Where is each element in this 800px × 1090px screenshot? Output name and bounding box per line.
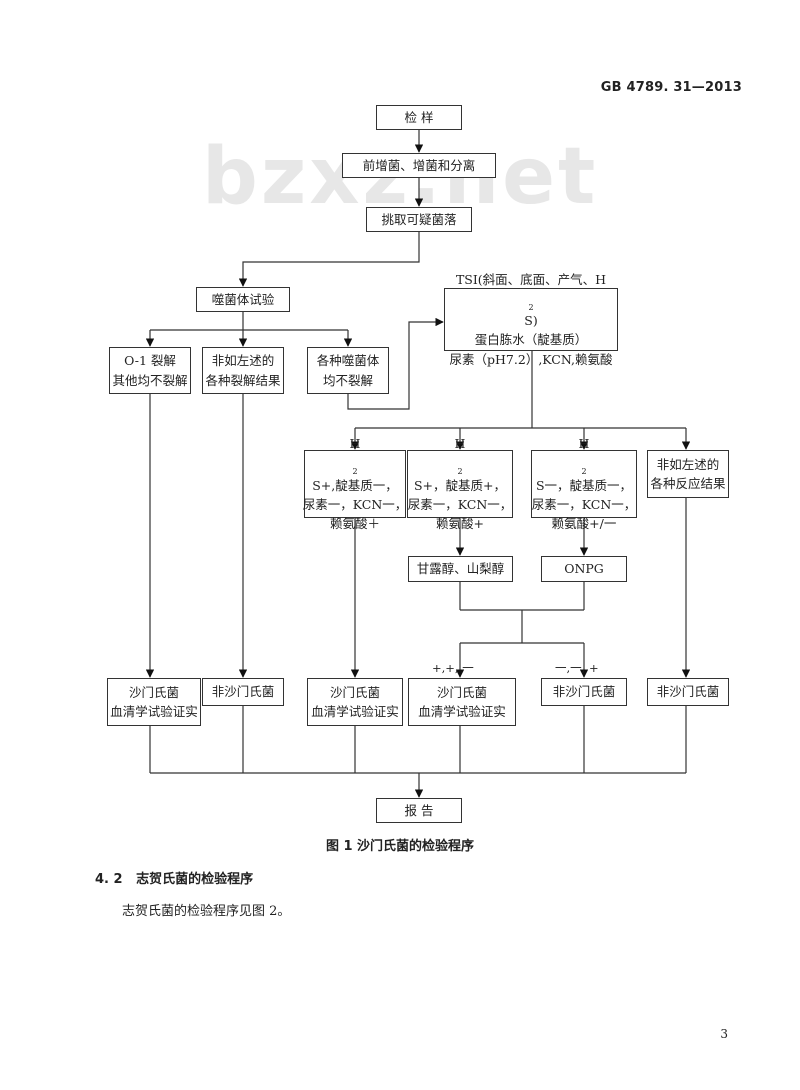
pick-colony-box: 挑取可疑菌落 — [366, 207, 472, 232]
reaction-box-4: 非如左述的各种反应结果 — [647, 450, 729, 498]
other-lysis-box: 非如左述的各种裂解结果 — [202, 347, 284, 394]
section-number: 4. 2 — [95, 872, 123, 887]
body-paragraph: 志贺氏菌的检验程序见图 2。 — [122, 904, 291, 919]
o1-lysis-box: O-1 裂解其他均不裂解 — [109, 347, 191, 394]
result-salmonella-3: 沙门氏菌血清学试验证实 — [408, 678, 516, 726]
result-salmonella-1: 沙门氏菌血清学试验证实 — [107, 678, 201, 726]
mannitol-box: 甘露醇、山梨醇 — [408, 556, 513, 582]
result-non-salmonella-1: 非沙门氏菌 — [202, 678, 284, 706]
flowchart-connectors — [145, 129, 691, 798]
section-title: 志贺氏菌的检验程序 — [136, 872, 254, 887]
result-non-salmonella-3: 非沙门氏菌 — [647, 678, 729, 706]
enrichment-box: 前增菌、增菌和分离 — [342, 153, 496, 178]
negative-signs: 一,一, + — [555, 661, 599, 675]
result-non-salmonella-2: 非沙门氏菌 — [541, 678, 627, 706]
page-number: 3 — [720, 1027, 728, 1041]
figure-caption: 图 1 沙门氏菌的检验程序 — [325, 839, 475, 854]
phage-test-box: 噬菌体试验 — [196, 287, 290, 312]
sample-box: 检 样 — [376, 105, 462, 130]
section-heading: 4. 2 志贺氏菌的检验程序 — [95, 868, 253, 887]
result-salmonella-2: 沙门氏菌血清学试验证实 — [307, 678, 403, 726]
document-code: GB 4789. 31—2013 — [600, 80, 742, 95]
no-lysis-box: 各种噬菌体均不裂解 — [307, 347, 389, 394]
onpg-box: ONPG — [541, 556, 627, 582]
report-box: 报 告 — [376, 798, 462, 823]
positive-signs: +,+, 一 — [432, 661, 474, 675]
